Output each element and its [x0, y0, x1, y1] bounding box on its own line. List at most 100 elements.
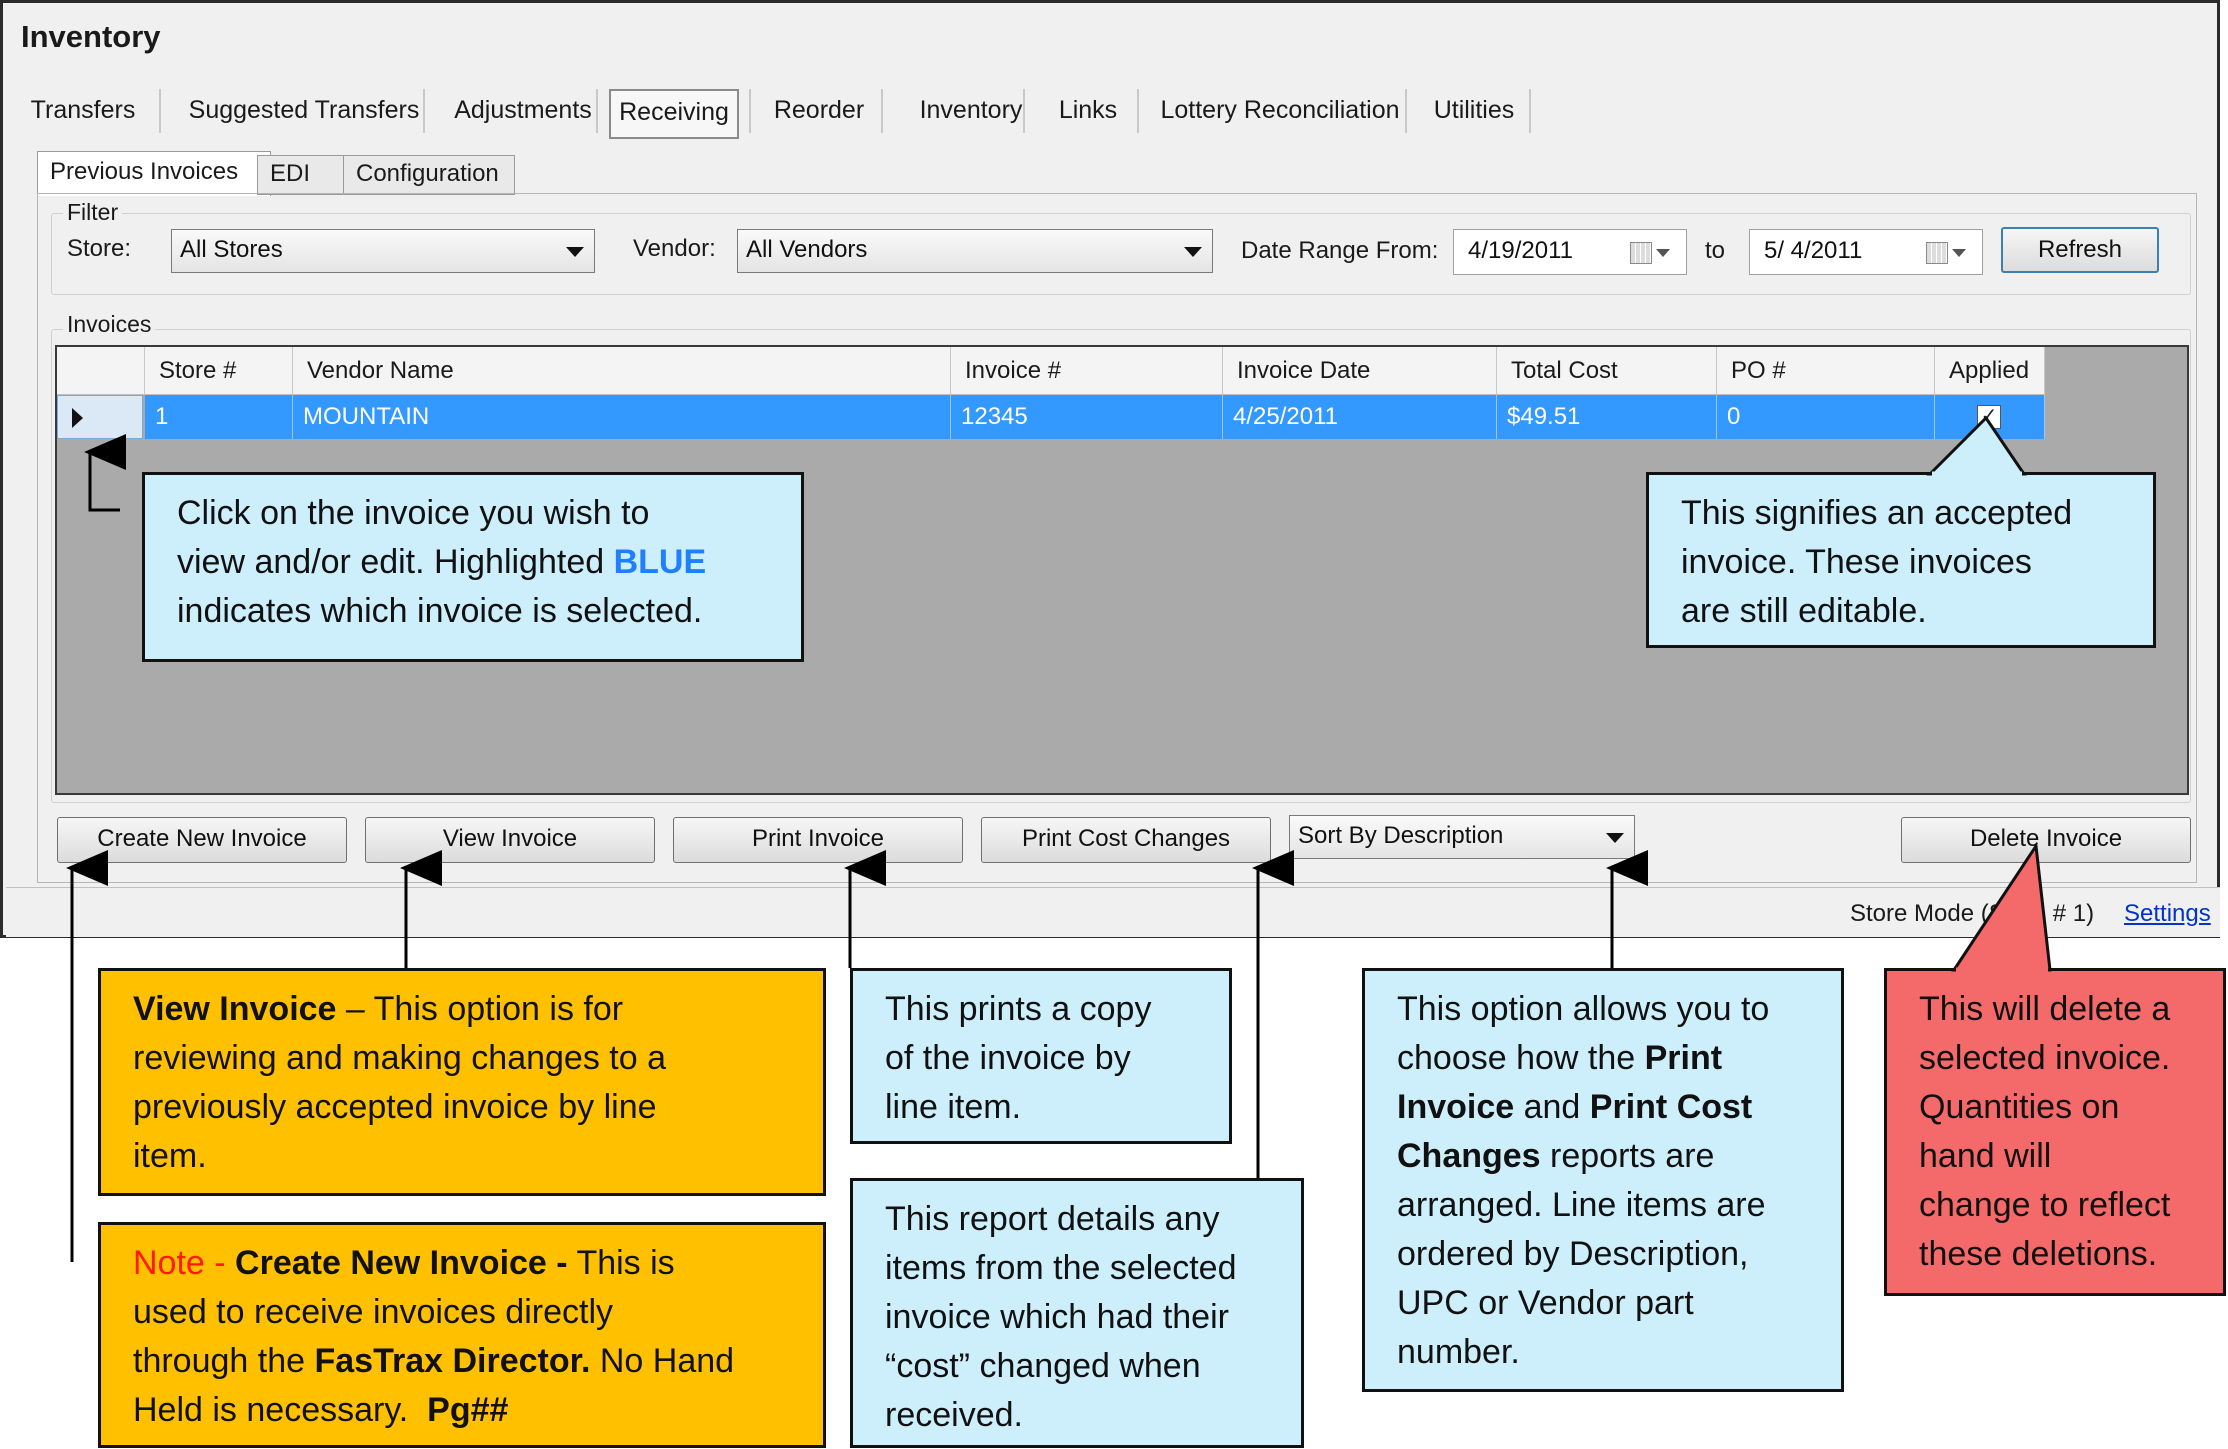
- callout-text: through the: [133, 1342, 315, 1380]
- cell-store[interactable]: 1: [145, 395, 293, 439]
- date-range-label: Date Range From:: [1241, 237, 1439, 264]
- callout-text: these deletions.: [1919, 1235, 2158, 1273]
- print-cost-changes-button[interactable]: Print Cost Changes: [981, 817, 1271, 863]
- cell-po-number[interactable]: 0: [1717, 395, 1935, 439]
- tab-transfers[interactable]: Transfers: [30, 96, 136, 124]
- callout-text: reports are: [1540, 1137, 1715, 1175]
- callout-text: arranged. Line items are: [1397, 1186, 1766, 1224]
- vendor-label: Vendor:: [633, 235, 716, 262]
- tab-suggested-transfers[interactable]: Suggested Transfers: [188, 96, 420, 124]
- grid-corner-header: [57, 347, 145, 395]
- tab-lottery-reconciliation[interactable]: Lottery Reconciliation: [1160, 96, 1400, 124]
- delete-callout-tail: [1951, 841, 2052, 972]
- callout-text: This option allows you to: [1397, 990, 1770, 1028]
- callout-text: This signifies an accepted: [1681, 494, 2073, 532]
- callout-text: view and/or edit. Highlighted: [177, 543, 614, 581]
- applied-callout-tail: [1926, 415, 2027, 476]
- store-label: Store:: [67, 235, 132, 262]
- column-header-vendor-name[interactable]: Vendor Name: [293, 347, 951, 395]
- column-header-invoice-date[interactable]: Invoice Date: [1223, 347, 1497, 395]
- callout-select-invoice: Click on the invoice you wish to view an…: [142, 472, 804, 662]
- subtab-configuration[interactable]: Configuration: [343, 155, 515, 195]
- callout-bold-text: FasTrax Director.: [314, 1342, 591, 1380]
- chevron-down-icon: [1952, 249, 1966, 257]
- tab-reorder[interactable]: Reorder: [773, 96, 865, 124]
- callout-text: reviewing and making changes to a: [133, 1039, 666, 1077]
- callout-print-invoice: This prints a copy of the invoice by lin…: [850, 968, 1232, 1144]
- callout-text: ordered by Description,: [1397, 1235, 1749, 1273]
- column-header-total-cost[interactable]: Total Cost: [1497, 347, 1717, 395]
- cell-total-cost[interactable]: $49.51: [1497, 395, 1717, 439]
- callout-text: UPC or Vendor part: [1397, 1284, 1694, 1322]
- column-header-po-number[interactable]: PO #: [1717, 347, 1935, 395]
- callout-highlight-text: BLUE: [613, 543, 707, 581]
- date-from-picker[interactable]: 4/19/2011: [1453, 229, 1687, 275]
- callout-text: Click on the invoice you wish to: [177, 494, 650, 532]
- dropdown-arrow-icon: [566, 247, 584, 257]
- print-invoice-button[interactable]: Print Invoice: [673, 817, 963, 863]
- callout-text: through the FasTrax Director. No Hand: [133, 1337, 823, 1386]
- callout-bold-text: View Invoice: [133, 990, 337, 1028]
- tab-inventory[interactable]: Inventory: [919, 96, 1023, 124]
- subtab-edi[interactable]: EDI: [257, 155, 355, 195]
- callout-print-cost-changes: This report details any items from the s…: [850, 1178, 1304, 1448]
- column-header-store[interactable]: Store #: [145, 347, 293, 395]
- pointer-arrow-row: [84, 434, 126, 512]
- cell-vendor-name[interactable]: MOUNTAIN: [293, 395, 951, 439]
- dropdown-arrow-icon: [1606, 833, 1624, 843]
- date-to-picker[interactable]: 5/ 4/2011: [1749, 229, 1983, 275]
- callout-bold-text: Print: [1644, 1039, 1723, 1077]
- cell-invoice-number[interactable]: 12345: [951, 395, 1223, 439]
- callout-text: selected invoice.: [1919, 1039, 2171, 1077]
- callout-text: Quantities on: [1919, 1088, 2120, 1126]
- callout-text: view and/or edit. Highlighted BLUE: [177, 538, 801, 587]
- callout-text: Changes reports are: [1397, 1132, 1841, 1181]
- dropdown-arrow-icon: [1184, 247, 1202, 257]
- tab-links[interactable]: Links: [1058, 96, 1118, 124]
- callout-text: number.: [1397, 1333, 1520, 1371]
- tab-receiving[interactable]: Receiving: [609, 89, 739, 139]
- callout-text: View Invoice – This option is for: [133, 985, 823, 1034]
- callout-bold-text: Changes: [1397, 1137, 1541, 1175]
- settings-link[interactable]: Settings: [2124, 900, 2211, 927]
- callout-note-label: Note -: [133, 1244, 236, 1282]
- callout-sort-order: This option allows you to choose how the…: [1362, 968, 1844, 1392]
- date-from-value: 4/19/2011: [1468, 237, 1573, 264]
- callout-text: Invoice and Print Cost: [1397, 1083, 1841, 1132]
- refresh-button[interactable]: Refresh: [2001, 227, 2159, 273]
- sort-order-combo[interactable]: Sort By Description: [1289, 815, 1635, 859]
- invoices-group: [51, 329, 2191, 803]
- column-header-invoice-number[interactable]: Invoice #: [951, 347, 1223, 395]
- callout-text: choose how the: [1397, 1039, 1645, 1077]
- callout-text: This prints a copy: [885, 990, 1152, 1028]
- tab-adjustments[interactable]: Adjustments: [454, 96, 592, 124]
- callout-text: and: [1514, 1088, 1590, 1126]
- callout-text: This report details any: [885, 1200, 1220, 1238]
- calendar-icon[interactable]: [1926, 242, 1948, 264]
- callout-text: Held is necessary. Pg##: [133, 1386, 823, 1435]
- sort-order-value: Sort By Description: [1298, 822, 1504, 849]
- tab-utilities[interactable]: Utilities: [1433, 96, 1515, 124]
- current-row-arrow-icon: [72, 408, 83, 428]
- callout-text: “cost” changed when: [885, 1347, 1201, 1385]
- column-header-applied[interactable]: Applied: [1935, 347, 2045, 395]
- create-new-invoice-button[interactable]: Create New Invoice: [57, 817, 347, 863]
- callout-text: choose how the Print: [1397, 1034, 1841, 1083]
- callout-text: This will delete a: [1919, 990, 2171, 1028]
- vendor-combo[interactable]: All Vendors: [737, 229, 1213, 273]
- previous-invoices-panel: [37, 193, 2197, 883]
- date-to-label: to: [1705, 237, 1726, 264]
- subtab-previous-invoices[interactable]: Previous Invoices: [37, 151, 271, 196]
- callout-text: invoice. These invoices: [1681, 543, 2032, 581]
- store-combo[interactable]: All Stores: [171, 229, 595, 273]
- delete-invoice-button[interactable]: Delete Invoice: [1901, 817, 2191, 863]
- store-combo-value: All Stores: [180, 236, 283, 263]
- callout-text: of the invoice by: [885, 1039, 1131, 1077]
- calendar-icon[interactable]: [1630, 242, 1652, 264]
- vendor-combo-value: All Vendors: [746, 236, 868, 263]
- callout-text: hand will: [1919, 1137, 2052, 1175]
- callout-text: Held is necessary.: [133, 1391, 428, 1429]
- callout-text: change to reflect: [1919, 1186, 2171, 1224]
- cell-invoice-date[interactable]: 4/25/2011: [1223, 395, 1497, 439]
